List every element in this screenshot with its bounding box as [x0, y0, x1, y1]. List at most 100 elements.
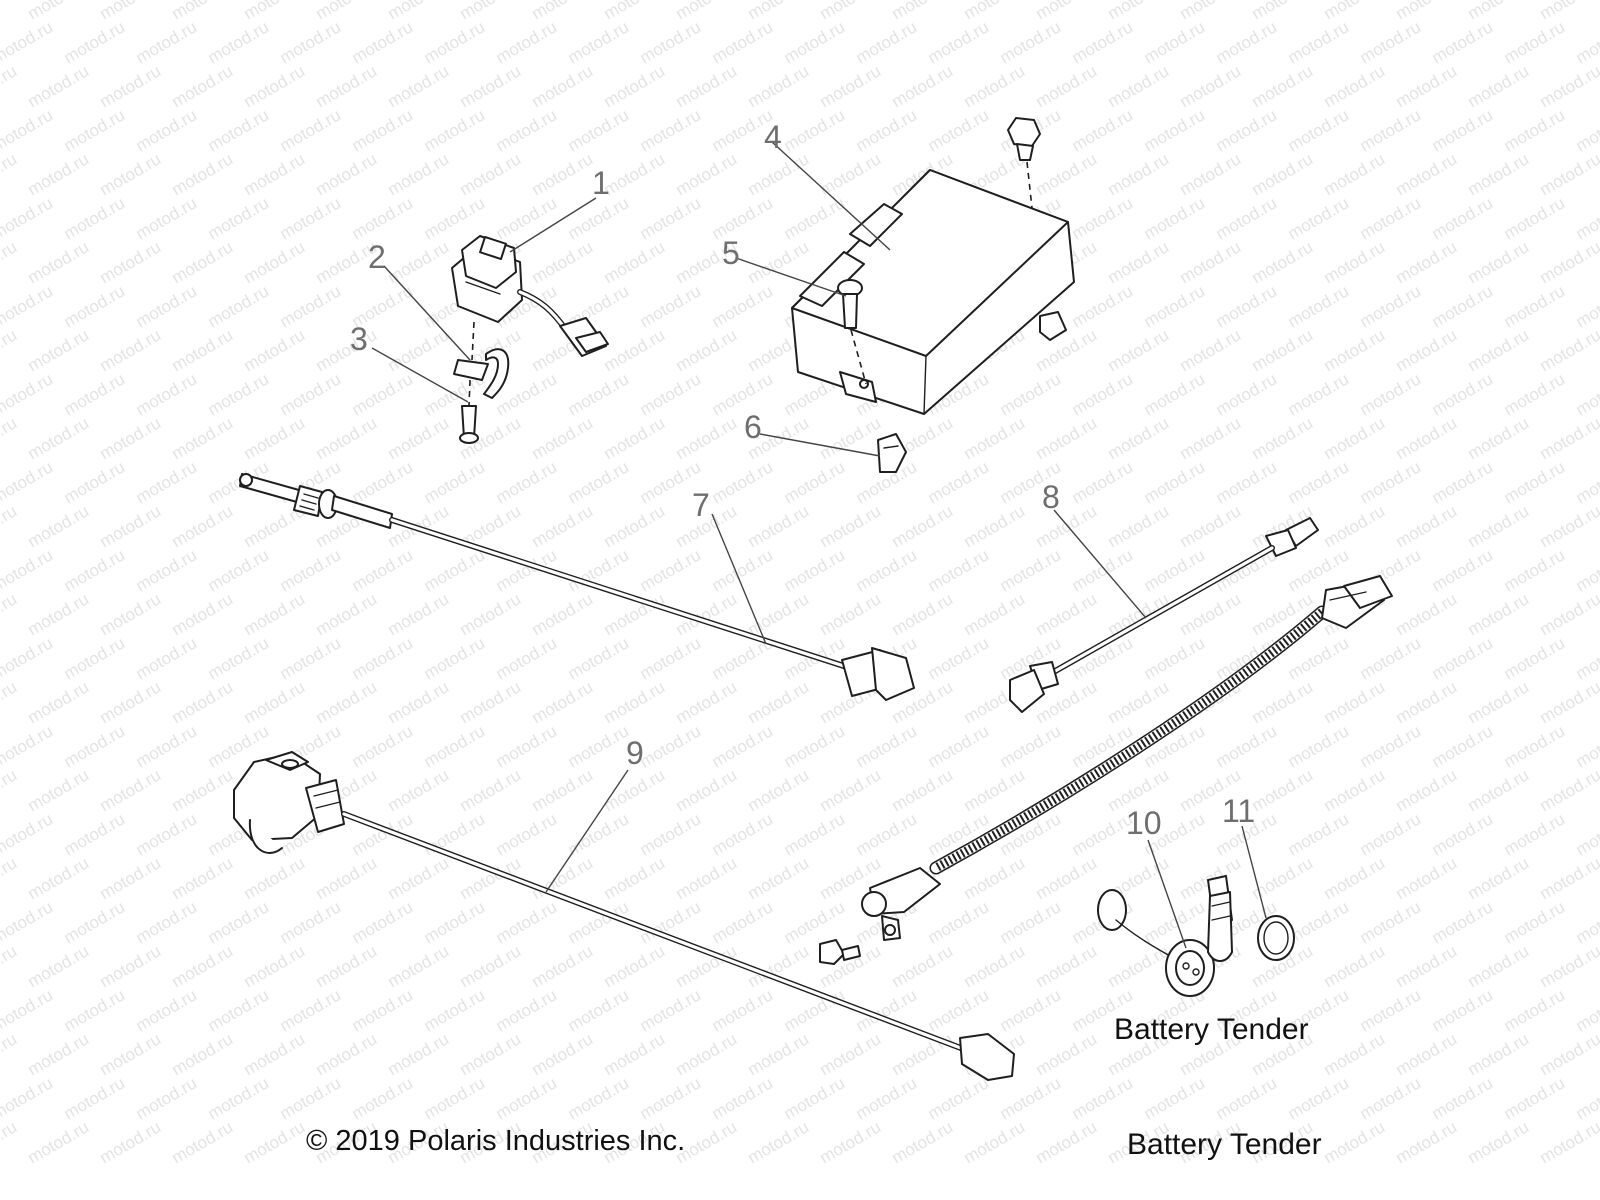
watermark-text: motod.ru — [169, 589, 237, 639]
watermark-text: motod.ru — [1357, 193, 1425, 243]
watermark-text: motod.ru — [1177, 237, 1245, 287]
watermark-text: motod.ru — [853, 17, 921, 67]
watermark-text: motod.ru — [1465, 61, 1533, 111]
watermark-text: motod.ru — [673, 1029, 741, 1079]
part-4-control-module[interactable] — [791, 169, 1075, 415]
callout-1[interactable]: 1 — [592, 165, 610, 201]
watermark-text: motod.ru — [277, 17, 345, 67]
watermark-text: motod.ru — [997, 897, 1065, 947]
watermark-text: motod.ru — [1465, 1029, 1533, 1079]
watermark-text: motod.ru — [1285, 193, 1353, 243]
watermark-text: motod.ru — [1033, 1029, 1101, 1079]
callout-4[interactable]: 4 — [764, 119, 782, 155]
watermark-text: motod.ru — [601, 325, 669, 375]
watermark-text: motod.ru — [1069, 105, 1137, 155]
watermark-text: motod.ru — [781, 193, 849, 243]
watermark-text: motod.ru — [241, 677, 309, 727]
watermark-text: motod.ru — [709, 457, 777, 507]
watermark-text: motod.ru — [1393, 237, 1461, 287]
watermark-text: motod.ru — [1537, 941, 1600, 991]
part-2-clip[interactable] — [453, 348, 510, 399]
watermark-text: motod.ru — [0, 1029, 20, 1079]
part-11-tender-lead[interactable] — [1207, 875, 1295, 962]
watermark-text: motod.ru — [637, 17, 705, 67]
watermark-text: motod.ru — [529, 1029, 597, 1079]
watermark-text: motod.ru — [313, 325, 381, 375]
part-8-sensor-lead[interactable] — [1009, 517, 1319, 713]
watermark-text: motod.ru — [1033, 61, 1101, 111]
watermark-text: motod.ru — [1321, 765, 1389, 815]
callout-2[interactable]: 2 — [368, 239, 386, 275]
watermark-text: motod.ru — [997, 369, 1065, 419]
watermark-text: motod.ru — [637, 369, 705, 419]
part-6-nut[interactable] — [877, 433, 907, 473]
callout-9[interactable]: 9 — [626, 735, 644, 771]
watermark-text: motod.ru — [1501, 1073, 1569, 1123]
watermark-text: motod.ru — [1393, 589, 1461, 639]
harness-bolt[interactable] — [819, 939, 861, 965]
braided-harness[interactable] — [861, 575, 1393, 941]
watermark-text: motod.ru — [637, 809, 705, 859]
watermark-text: motod.ru — [277, 369, 345, 419]
watermark-text: motod.ru — [241, 1117, 309, 1167]
watermark-text: motod.ru — [169, 1117, 237, 1167]
callout-10[interactable]: 10 — [1126, 805, 1162, 841]
part-3-screw[interactable] — [459, 405, 479, 444]
watermark-text: motod.ru — [745, 589, 813, 639]
callout-11[interactable]: 11 — [1222, 793, 1255, 829]
watermark-text: motod.ru — [1357, 1073, 1425, 1123]
watermark-text: motod.ru — [1393, 501, 1461, 551]
callout-5[interactable]: 5 — [722, 235, 740, 271]
watermark-text: motod.ru — [745, 149, 813, 199]
watermark-text: motod.ru — [1249, 61, 1317, 111]
watermark-text: motod.ru — [1249, 325, 1317, 375]
watermark-text: motod.ru — [1429, 17, 1497, 67]
callout-8[interactable]: 8 — [1042, 479, 1060, 515]
watermark-text: motod.ru — [1213, 1073, 1281, 1123]
watermark-text: motod.ru — [601, 1029, 669, 1079]
part-7-sensor-cable[interactable] — [239, 473, 915, 701]
watermark-text: motod.ru — [673, 677, 741, 727]
part-5-bolt[interactable] — [837, 279, 863, 329]
watermark-text: motod.ru — [853, 721, 921, 771]
callout-3[interactable]: 3 — [350, 321, 368, 357]
module-bolt-top[interactable] — [1007, 117, 1041, 161]
callout-7[interactable]: 7 — [692, 487, 710, 523]
watermark-text: motod.ru — [1573, 1073, 1600, 1123]
watermark-text: motod.ru — [997, 985, 1065, 1035]
watermark-text: motod.ru — [637, 193, 705, 243]
watermark-text: motod.ru — [1249, 853, 1317, 903]
part-3-dashed-guide — [468, 379, 471, 407]
part-1-switch[interactable] — [451, 235, 609, 357]
watermark-text: motod.ru — [637, 985, 705, 1035]
callout-6[interactable]: 6 — [744, 409, 762, 445]
watermark-text: motod.ru — [241, 325, 309, 375]
leader-lines — [371, 141, 1267, 949]
watermark-text: motod.ru — [205, 281, 273, 331]
watermark-text: motod.ru — [349, 193, 417, 243]
watermark-text: motod.ru — [1573, 281, 1600, 331]
watermark-text: motod.ru — [781, 1073, 849, 1123]
watermark-text: motod.ru — [0, 281, 56, 331]
watermark-text: motod.ru — [1069, 1073, 1137, 1123]
watermark-text: motod.ru — [241, 0, 309, 23]
part-9-position-sensor[interactable] — [233, 751, 1015, 1081]
watermark-text: motod.ru — [709, 897, 777, 947]
watermark-text: motod.ru — [25, 149, 93, 199]
watermark-text: motod.ru — [1141, 281, 1209, 331]
watermark-text: motod.ru — [1321, 1117, 1389, 1167]
watermark-text: motod.ru — [817, 589, 885, 639]
watermark-text: motod.ru — [205, 17, 273, 67]
watermark-text: motod.ru — [1537, 413, 1600, 463]
watermark-text: motod.ru — [349, 545, 417, 595]
watermark-text: motod.ru — [781, 457, 849, 507]
watermark-text: motod.ru — [0, 545, 56, 595]
watermark-text: motod.ru — [1465, 589, 1533, 639]
watermark-text: motod.ru — [133, 897, 201, 947]
watermark-text: motod.ru — [385, 413, 453, 463]
watermark-text: motod.ru — [457, 1029, 525, 1079]
part-10-tender-socket[interactable] — [1097, 889, 1215, 997]
watermark-text: motod.ru — [205, 545, 273, 595]
watermark-text: motod.ru — [133, 193, 201, 243]
watermark-text: motod.ru — [745, 237, 813, 287]
